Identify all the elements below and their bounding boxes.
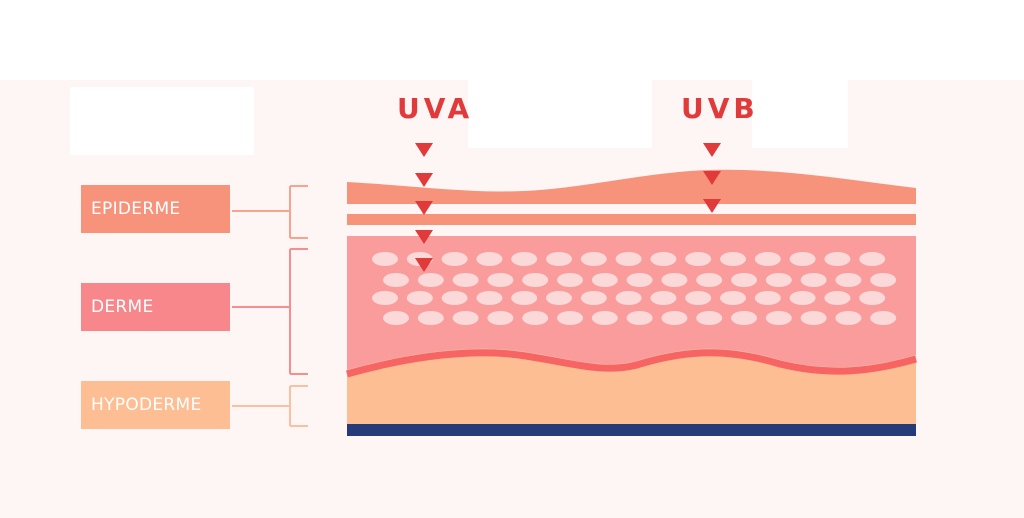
dermal-cell — [859, 252, 886, 266]
hypoderme-label: HYPODERME — [81, 381, 230, 429]
dermal-cell — [591, 311, 618, 325]
uvb-arrows — [703, 143, 721, 213]
dermal-cell — [650, 291, 677, 305]
dermal-cell — [557, 311, 583, 325]
dermal-cell — [615, 291, 642, 305]
dermal-cell — [835, 273, 862, 287]
arrow-down-icon — [415, 230, 433, 244]
dermal-cell — [824, 252, 851, 266]
dermal-cell — [487, 311, 514, 325]
dermal-cell — [417, 311, 444, 325]
dermal-cell — [720, 291, 746, 305]
dermal-cell — [835, 311, 862, 325]
dermal-cell — [476, 252, 503, 266]
dermal-cell — [661, 311, 688, 325]
dermal-cell — [626, 273, 653, 287]
dermal-cell — [372, 252, 398, 266]
dermal-cell — [372, 291, 398, 305]
dermal-cell — [800, 273, 827, 287]
dermal-cell — [441, 291, 468, 305]
arrow-down-icon — [415, 201, 433, 215]
dermal-cell — [383, 273, 409, 287]
dermal-cell — [580, 252, 607, 266]
dermal-cell — [824, 291, 851, 305]
hypoderme-bracket — [232, 385, 308, 427]
dermal-cell — [731, 311, 757, 325]
dermal-cell — [557, 273, 583, 287]
epiderme-bottom-layer — [347, 214, 916, 225]
uvb-label: UVB — [681, 92, 759, 125]
dermal-cell — [754, 291, 781, 305]
dermal-cell — [511, 291, 538, 305]
dermal-cell — [452, 311, 479, 325]
dermal-cell — [591, 273, 618, 287]
derme-hypoderme-boundary — [346, 349, 917, 378]
arrow-down-icon — [415, 143, 433, 157]
epiderme-bracket — [232, 185, 308, 239]
dermal-cell — [522, 273, 549, 287]
dermal-cell — [441, 252, 468, 266]
dermal-cell — [870, 273, 897, 287]
dermal-cell — [685, 252, 712, 266]
dermal-cell — [696, 311, 723, 325]
derme-bracket — [232, 248, 308, 375]
dermal-cell — [417, 273, 444, 287]
epiderme-label: EPIDERME — [81, 185, 230, 233]
hypoderme-layer — [347, 348, 916, 424]
derme-label: DERME — [81, 283, 230, 331]
dermal-cell — [546, 291, 572, 305]
dermal-cell — [720, 252, 746, 266]
blank-panel-left — [70, 87, 254, 155]
dermal-cell — [476, 291, 503, 305]
blank-panel-right — [752, 80, 848, 148]
dermal-cell — [765, 311, 792, 325]
dermal-cell — [870, 311, 897, 325]
dermal-cell — [580, 291, 607, 305]
dermal-cell — [383, 311, 409, 325]
base-bar — [347, 424, 916, 436]
dermal-cell — [511, 252, 538, 266]
arrow-down-icon — [415, 173, 433, 187]
dermal-cell — [789, 252, 816, 266]
arrow-down-icon — [703, 199, 721, 213]
epiderme-top-layer — [347, 169, 916, 204]
dermal-cell — [626, 311, 653, 325]
dermal-cell — [487, 273, 514, 287]
uva-label: UVA — [397, 92, 474, 125]
uva-arrows — [415, 143, 433, 272]
arrow-down-icon — [703, 143, 721, 157]
dermal-cell — [800, 311, 827, 325]
blank-panel-middle — [468, 80, 652, 148]
dermal-cell — [546, 252, 572, 266]
dermal-cell — [765, 273, 792, 287]
dermal-cell — [522, 311, 549, 325]
dermal-cell — [406, 291, 433, 305]
dermal-cell — [696, 273, 723, 287]
dermal-cell — [661, 273, 688, 287]
dermal-cell — [859, 291, 886, 305]
arrow-down-icon — [415, 258, 433, 272]
arrow-down-icon — [703, 171, 721, 185]
dermal-cell — [650, 252, 677, 266]
dermal-cell — [452, 273, 479, 287]
dermal-cell — [789, 291, 816, 305]
dermal-cell — [685, 291, 712, 305]
dermal-cell — [731, 273, 757, 287]
dermal-cell — [754, 252, 781, 266]
dermal-cell — [615, 252, 642, 266]
dermal-cells — [372, 252, 897, 325]
